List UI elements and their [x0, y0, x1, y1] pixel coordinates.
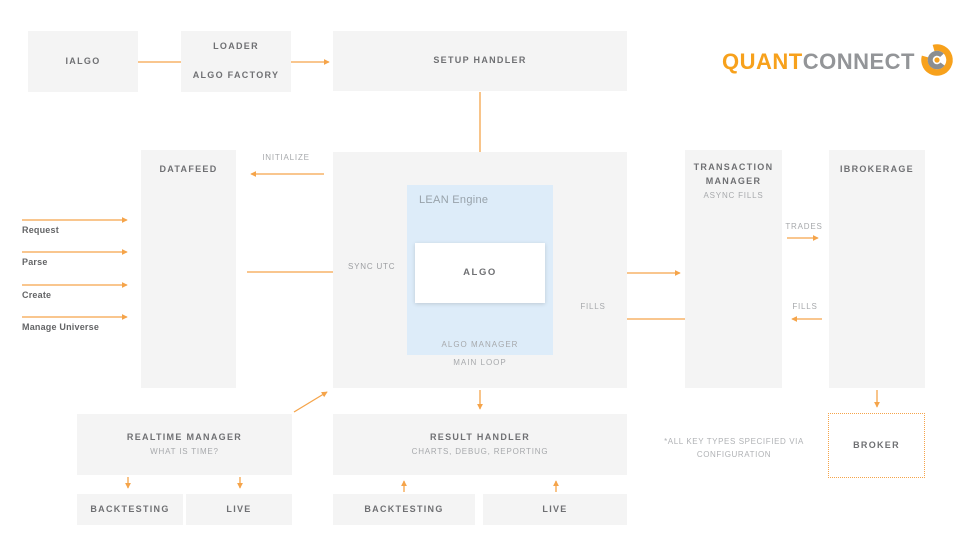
node-ibrokerage: IBROKERAGE	[829, 150, 925, 388]
quantconnect-logo-text: QUANTCONNECT	[722, 44, 915, 80]
quantconnect-swirl-icon	[921, 44, 953, 76]
configuration-note-line1: *ALL KEY TYPES SPECIFIED VIA	[664, 437, 804, 446]
node-datafeed: DATAFEED	[141, 150, 236, 388]
node-backtesting-result: BACKTESTING	[333, 494, 475, 525]
edge-label-sync-utc: SYNC UTC	[348, 262, 396, 271]
quantconnect-logo: QUANTCONNECT	[722, 44, 956, 80]
node-ibrokerage-title: IBROKERAGE	[839, 164, 914, 174]
edge-label-fills-outer: FILLS	[792, 302, 818, 311]
configuration-note-line2: CONFIGURATION	[696, 450, 772, 460]
logo-quant-text: QUANT	[722, 49, 803, 74]
datafeed-input-request: Request	[22, 225, 59, 235]
node-live-result-title: LIVE	[542, 503, 568, 514]
datafeed-input-create: Create	[22, 290, 52, 300]
edge-label-trades: TRADES	[785, 222, 823, 231]
node-loader-title: LOADER	[213, 41, 259, 51]
node-transaction-manager: TRANSACTION MANAGER ASYNC FILLS	[685, 150, 782, 388]
node-setup-handler: SETUP HANDLER	[333, 31, 627, 91]
node-ialgo-title: IALGO	[65, 55, 101, 66]
node-datafeed-title: DATAFEED	[159, 164, 218, 174]
node-algo-manager-label: ALGO MANAGER	[441, 340, 519, 349]
node-loader-algo-factory: LOADER ALGO FACTORY	[181, 31, 291, 92]
node-result-handler-title: RESULT HANDLER	[429, 432, 531, 443]
node-algo: ALGO	[415, 243, 545, 303]
node-transaction-manager-subtitle: ASYNC FILLS	[703, 190, 764, 200]
datafeed-input-manage-universe: Manage Universe	[22, 322, 100, 332]
node-backtesting-realtime: BACKTESTING	[77, 494, 183, 525]
datafeed-input-parse: Parse	[22, 257, 48, 267]
node-backtesting-result-title: BACKTESTING	[364, 503, 444, 514]
node-setup-handler-title: SETUP HANDLER	[433, 55, 527, 66]
node-lean-engine-title: LEAN Engine	[419, 194, 489, 206]
node-main-loop-label: MAIN LOOP	[453, 358, 507, 367]
node-broker: BROKER	[828, 413, 925, 478]
node-transaction-manager-title: TRANSACTION MANAGER	[693, 162, 774, 186]
node-backtesting-realtime-title: BACKTESTING	[90, 503, 170, 514]
logo-connect-text: CONNECT	[802, 49, 915, 74]
node-live-realtime: LIVE	[186, 494, 292, 525]
node-algo-title: ALGO	[463, 266, 497, 278]
node-result-handler-subtitle: CHARTS, DEBUG, REPORTING	[411, 446, 549, 456]
node-ialgo: IALGO	[28, 31, 138, 92]
node-algo-factory-title: ALGO FACTORY	[192, 70, 280, 81]
node-live-result: LIVE	[483, 494, 627, 525]
arrow-realtime-manager-to-main-box	[293, 391, 328, 413]
edge-label-initialize: INITIALIZE	[262, 153, 310, 162]
configuration-note: *ALL KEY TYPES SPECIFIED VIA CONFIGURATI…	[648, 435, 820, 461]
node-realtime-manager-subtitle: WHAT IS TIME?	[150, 446, 219, 456]
node-realtime-manager-title: REALTIME MANAGER	[126, 432, 243, 443]
node-realtime-manager: REALTIME MANAGER WHAT IS TIME?	[77, 414, 292, 475]
node-live-realtime-title: LIVE	[226, 503, 252, 514]
node-result-handler: RESULT HANDLER CHARTS, DEBUG, REPORTING	[333, 414, 627, 475]
edge-label-fills-inner: FILLS	[580, 302, 606, 311]
node-broker-title: BROKER	[853, 439, 900, 450]
